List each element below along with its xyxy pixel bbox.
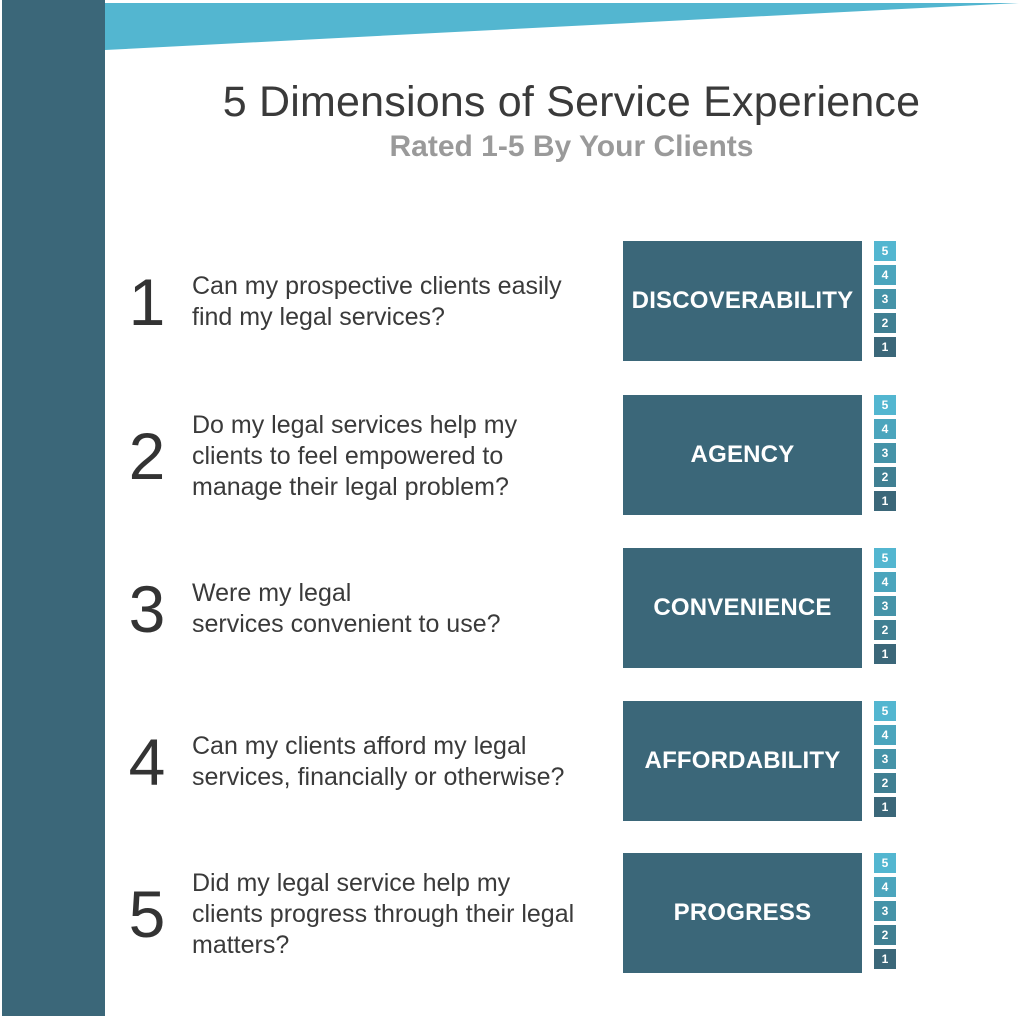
dimension-label-box: PROGRESS xyxy=(623,853,862,973)
top-accent-wedge xyxy=(105,3,1019,50)
dimension-label-box: AGENCY xyxy=(623,395,862,515)
left-sidebar-bar xyxy=(2,0,105,1016)
dimension-label-box: AFFORDABILITY xyxy=(623,701,862,821)
rating-3-cell: 3 xyxy=(874,901,896,921)
page-title: 5 Dimensions of Service Experience xyxy=(222,78,921,126)
rating-5-cell: 5 xyxy=(874,241,896,261)
rating-3-cell: 3 xyxy=(874,596,896,616)
dimension-question: Do my legal services help my clients to … xyxy=(192,410,518,501)
rating-4-cell: 4 xyxy=(874,725,896,745)
rating-4-cell: 4 xyxy=(874,265,896,285)
dimension-question: Can my clients afford my legal services,… xyxy=(192,732,565,791)
rating-5-cell: 5 xyxy=(874,395,896,415)
rating-4-cell: 4 xyxy=(874,572,896,592)
dimension-question: Did my legal service help my clients pro… xyxy=(192,868,575,959)
dimension-number: 3 xyxy=(128,572,166,646)
dimension-number: 2 xyxy=(128,419,166,493)
dimension-row: 5 Did my legal service help my clients p… xyxy=(105,853,1005,975)
dimension-number: 1 xyxy=(128,265,166,339)
dimension-row: 3 Were my legal services convenient to u… xyxy=(105,548,1005,670)
rating-3-cell: 3 xyxy=(874,749,896,769)
dimension-number: 4 xyxy=(128,725,166,799)
dimension-label-box: DISCOVERABILITY xyxy=(623,241,862,361)
dimension-label-box: CONVENIENCE xyxy=(623,548,862,668)
rating-2-cell: 2 xyxy=(874,925,896,945)
rating-5-cell: 5 xyxy=(874,701,896,721)
rating-1-cell: 1 xyxy=(874,337,896,357)
rating-2-cell: 2 xyxy=(874,467,896,487)
rating-1-cell: 1 xyxy=(874,644,896,664)
rating-4-cell: 4 xyxy=(874,877,896,897)
rating-scale: 5 4 3 2 1 xyxy=(874,241,896,361)
rating-3-cell: 3 xyxy=(874,289,896,309)
rating-scale: 5 4 3 2 1 xyxy=(874,395,896,515)
rating-scale: 5 4 3 2 1 xyxy=(874,853,896,973)
rating-4-cell: 4 xyxy=(874,419,896,439)
rating-2-cell: 2 xyxy=(874,620,896,640)
rating-2-cell: 2 xyxy=(874,773,896,793)
rating-scale: 5 4 3 2 1 xyxy=(874,548,896,668)
rating-2-cell: 2 xyxy=(874,313,896,333)
dimension-question: Can my prospective clients easily find m… xyxy=(192,272,562,331)
rating-1-cell: 1 xyxy=(874,949,896,969)
rating-1-cell: 1 xyxy=(874,491,896,511)
dimension-row: 1 Can my prospective clients easily find… xyxy=(105,241,1005,363)
rating-5-cell: 5 xyxy=(874,548,896,568)
dimension-row: 2 Do my legal services help my clients t… xyxy=(105,395,1005,517)
rating-1-cell: 1 xyxy=(874,797,896,817)
rating-scale: 5 4 3 2 1 xyxy=(874,701,896,821)
dimension-row: 4 Can my clients afford my legal service… xyxy=(105,701,1005,823)
dimension-number: 5 xyxy=(128,877,166,951)
rating-5-cell: 5 xyxy=(874,853,896,873)
page-subtitle: Rated 1-5 By Your Clients xyxy=(389,130,754,163)
dimension-question: Were my legal services convenient to use… xyxy=(192,579,501,638)
rating-3-cell: 3 xyxy=(874,443,896,463)
